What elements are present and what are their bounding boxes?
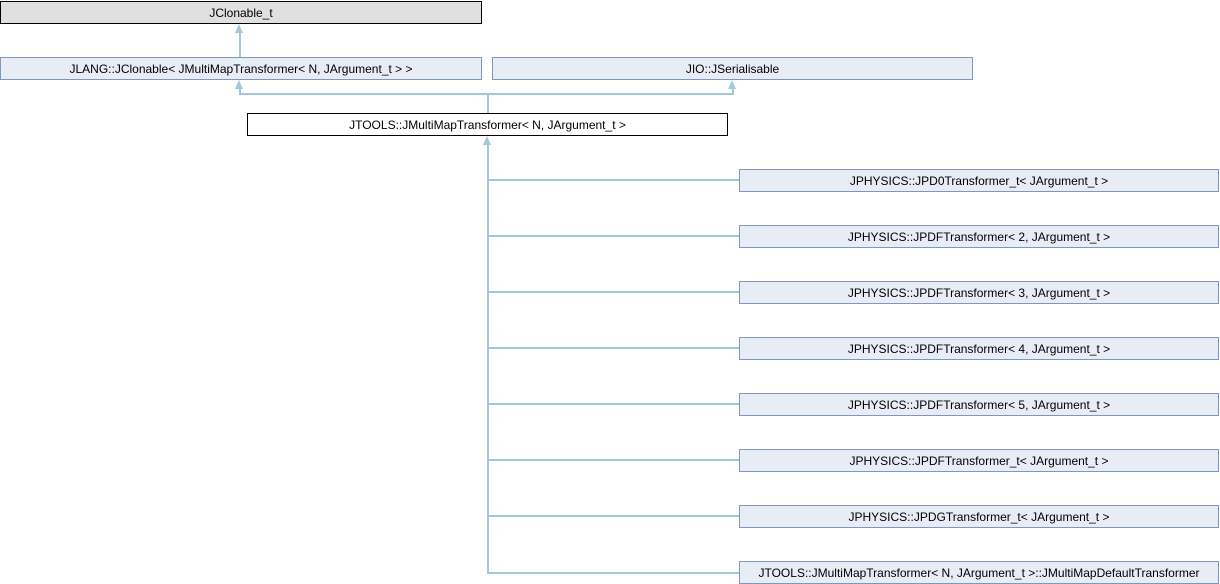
class-node-jpdftransformer-2[interactable]: JPHYSICS::JPDFTransformer< 2, JArgument_… <box>739 225 1219 248</box>
edge-branch <box>487 235 739 237</box>
class-node-jtools-jmultimaptransformer: JTOOLS::JMultiMapTransformer< N, JArgume… <box>247 113 728 136</box>
edge-branch <box>487 515 739 517</box>
edge-branch <box>487 179 739 181</box>
class-node-jpdgtransformer-t[interactable]: JPHYSICS::JPDGTransformer_t< JArgument_t… <box>739 505 1219 528</box>
edge-main-to-parent-right <box>732 88 734 94</box>
class-node-jpdftransformer-4[interactable]: JPHYSICS::JPDFTransformer< 4, JArgument_… <box>739 337 1219 360</box>
arrow-up-icon <box>235 24 243 33</box>
edge-branch <box>487 347 739 349</box>
class-node-jio-jserialisable[interactable]: JIO::JSerialisable <box>492 57 973 80</box>
edge-branch <box>487 291 739 293</box>
class-node-jpdftransformer-5[interactable]: JPHYSICS::JPDFTransformer< 5, JArgument_… <box>739 393 1219 416</box>
arrow-up-icon <box>483 136 491 145</box>
class-node-jpdftransformer-t[interactable]: JPHYSICS::JPDFTransformer_t< JArgument_t… <box>739 449 1219 472</box>
arrow-up-icon <box>728 80 736 89</box>
edge-derived-trunk <box>487 144 489 573</box>
class-node-jclonable-t: JClonable_t <box>0 1 482 24</box>
class-node-jlang-jclonable[interactable]: JLANG::JClonable< JMultiMapTransformer< … <box>0 57 482 80</box>
class-node-jpdftransformer-3[interactable]: JPHYSICS::JPDFTransformer< 3, JArgument_… <box>739 281 1219 304</box>
edge-main-top-stub <box>487 93 489 113</box>
edge-branch <box>487 459 739 461</box>
class-node-jpd0transformer-t[interactable]: JPHYSICS::JPD0Transformer_t< JArgument_t… <box>739 169 1219 192</box>
edge-main-to-parent-left <box>239 88 241 94</box>
edge-parent-junction-horizontal <box>239 93 734 95</box>
edge-branch <box>487 572 739 574</box>
edge-jclonable-to-root <box>239 32 241 57</box>
class-node-jmultimapdefaulttransformer[interactable]: JTOOLS::JMultiMapTransformer< N, JArgume… <box>739 561 1219 584</box>
edge-branch <box>487 403 739 405</box>
arrow-up-icon <box>235 80 243 89</box>
